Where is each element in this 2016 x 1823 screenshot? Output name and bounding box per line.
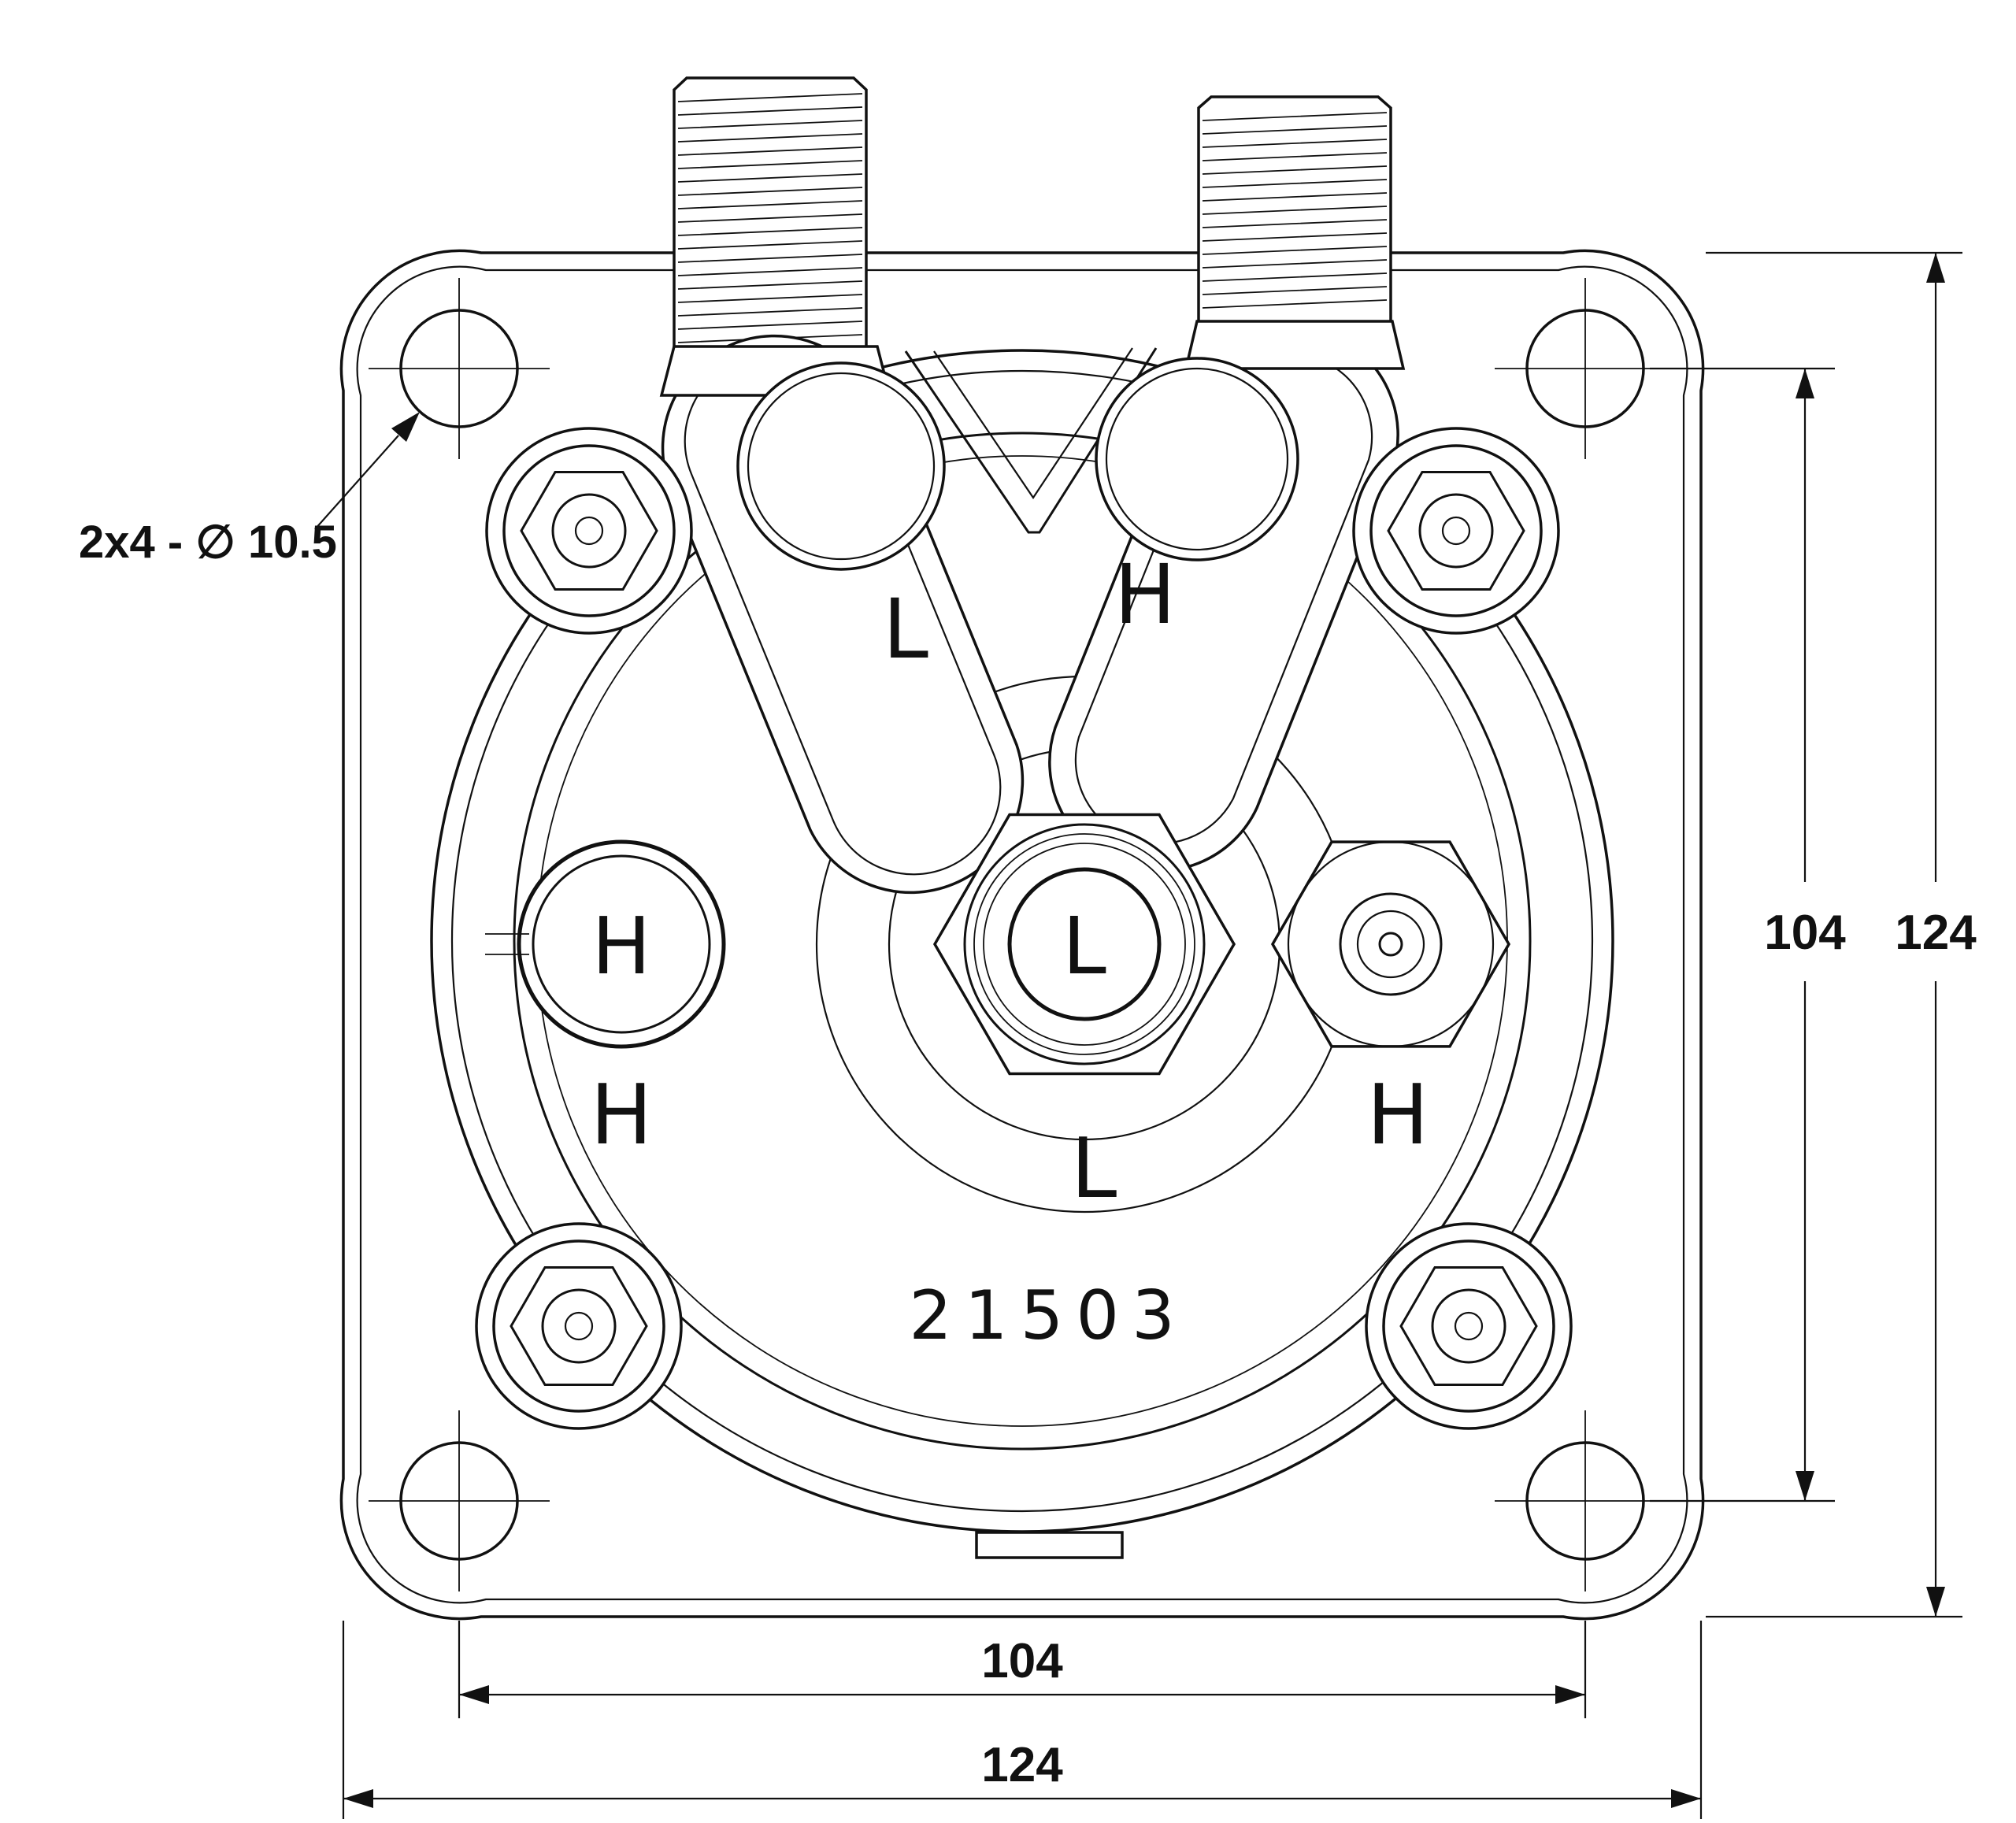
bolt-hex: [510, 1266, 648, 1386]
stud-right-threads: [1202, 112, 1388, 309]
stud-right-outline: [1197, 95, 1392, 360]
dim-ext-lines: [1650, 367, 1835, 1502]
dim-value: 104: [1764, 906, 1846, 960]
manifold-v-notch-inner: [933, 347, 1133, 499]
bolt-socket: [551, 493, 627, 569]
label-left-arm: L: [883, 581, 928, 677]
dimension-bottom-inner: 104: [458, 1621, 1587, 1718]
bolt-hex: [1387, 471, 1525, 591]
label-center-port: L: [1062, 900, 1106, 992]
dim-arrow-up: [1796, 369, 1814, 398]
right-fitting-inscribed: [1287, 840, 1495, 1048]
hole-callout-arrow: [391, 412, 420, 442]
part-number: 21503: [909, 1276, 1188, 1355]
center-port: L: [932, 813, 1236, 1076]
dim-arrow-left: [343, 1789, 373, 1808]
bolt-top-left: [485, 427, 693, 635]
bolt-hex: [520, 471, 658, 591]
bolt-center: [574, 516, 604, 546]
bottom-tab: [975, 1531, 1124, 1559]
bolt-socket: [1418, 493, 1494, 569]
label-below-right: H: [1367, 1067, 1429, 1163]
dim-arrow-left: [459, 1685, 489, 1704]
dim-arrow-up: [1926, 253, 1945, 283]
face-labels: H L H 21503: [591, 1067, 1429, 1355]
dim-arrow-right: [1671, 1789, 1701, 1808]
left-port-outer: [517, 839, 726, 1049]
label-below-center: L: [1071, 1121, 1117, 1217]
bolt-center: [1441, 516, 1471, 546]
bolt-top-right: [1352, 427, 1560, 635]
left-port: H: [485, 839, 726, 1049]
dim-arrow-right: [1555, 1685, 1585, 1704]
stud-left-threads: [677, 93, 863, 343]
port-boss-left: [736, 361, 946, 571]
mounting-holes: [369, 278, 1676, 1591]
stud-collar-right: [1184, 320, 1406, 370]
center-port-bore: [1007, 867, 1162, 1021]
bolt-center: [564, 1311, 594, 1341]
center-port-ring-1: [963, 823, 1206, 1065]
dimension-right-inner: 104: [1650, 367, 1846, 1502]
threaded-stud-left: [673, 76, 868, 380]
left-port-inner: [532, 854, 711, 1034]
right-fitting-hex: [1270, 840, 1511, 1048]
dim-ext-lines: [1706, 251, 1962, 1618]
hole-callout-leader: [314, 435, 399, 530]
dim-ext-lines: [458, 1621, 1587, 1718]
mounting-hole-crosshairs: [369, 278, 1676, 1591]
center-port-ring-3: [983, 843, 1186, 1046]
right-fitting-pin: [1378, 932, 1403, 957]
port-boss-right-inner: [1105, 367, 1289, 551]
dimension-bottom-outer: 124: [342, 1621, 1703, 1819]
bolt-center: [1454, 1311, 1484, 1341]
dim-value: 104: [981, 1634, 1063, 1688]
manifold: L H: [659, 320, 1406, 895]
label-left-port: H: [591, 900, 650, 992]
port-boss-right: [1095, 357, 1299, 561]
bolt-socket: [1431, 1288, 1506, 1364]
bolt-bottom-left: [475, 1222, 683, 1430]
hole-callout: 2x4 - ∅ 10.5: [79, 412, 420, 568]
left-port-tab: [485, 933, 529, 955]
label-below-left: H: [591, 1067, 653, 1163]
threaded-stud-right: [1197, 95, 1392, 360]
center-port-ring-2: [973, 833, 1195, 1055]
dim-ext-lines: [342, 1621, 1703, 1819]
dim-value: 124: [1895, 906, 1977, 960]
bolt-socket: [541, 1288, 617, 1364]
right-fitting: [1270, 840, 1511, 1048]
hole-callout-text: 2x4 - ∅ 10.5: [79, 517, 337, 568]
body-clamp-band: [450, 369, 1594, 1513]
bolt-bottom-right: [1365, 1222, 1573, 1430]
dim-arrow-down: [1796, 1471, 1814, 1501]
right-fitting-bore: [1356, 910, 1425, 979]
flange-inner-contour: [356, 265, 1688, 1604]
body-face-ring: [513, 432, 1532, 1451]
dimension-right-outer: 124: [1706, 251, 1977, 1618]
right-fitting-boss: [1339, 892, 1443, 996]
dim-arrow-down: [1926, 1587, 1945, 1617]
dim-value: 124: [981, 1738, 1063, 1792]
label-right-arm: H: [1114, 547, 1176, 643]
port-boss-left-inner: [747, 372, 936, 561]
bolt-hex: [1399, 1266, 1538, 1386]
